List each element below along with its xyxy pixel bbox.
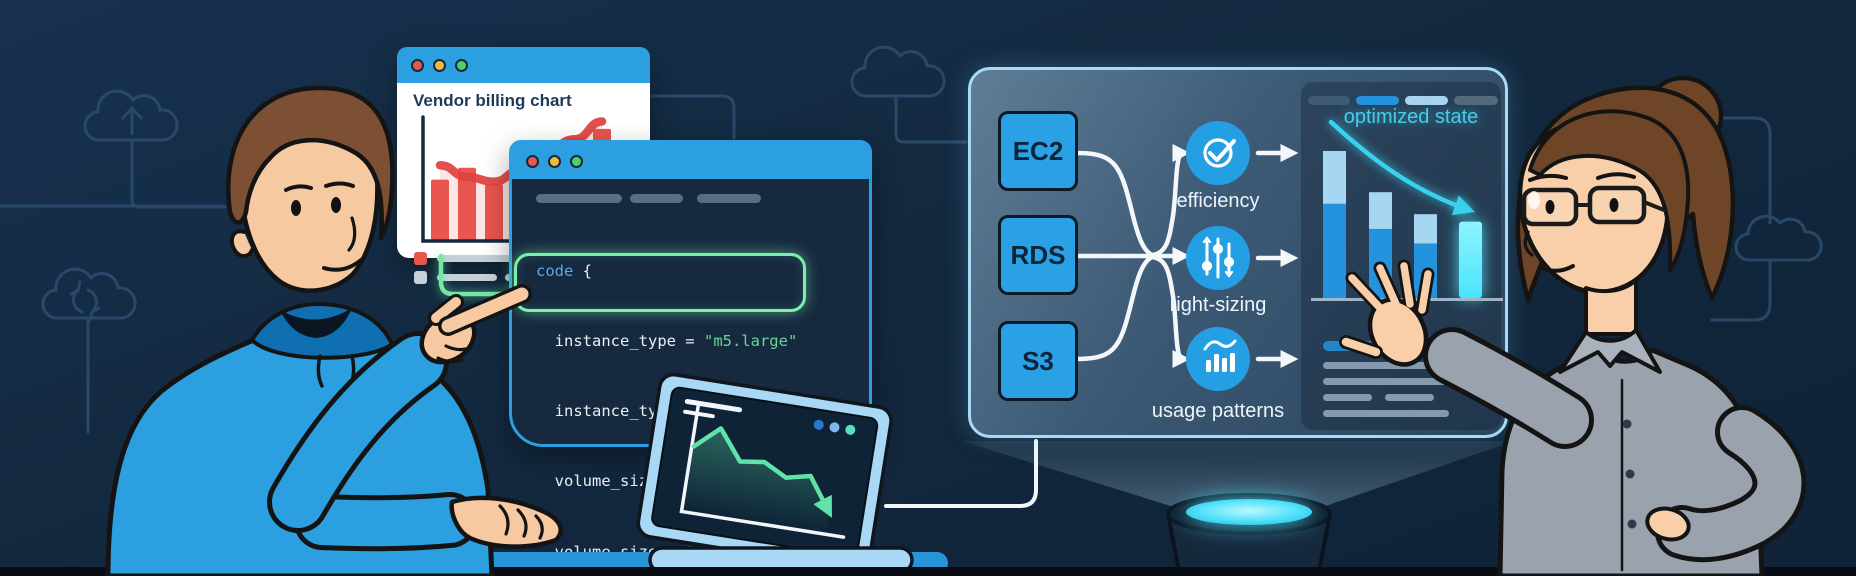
service-box-s3: S3 [998,321,1078,401]
man-ear [229,229,254,259]
legend-line [437,255,545,262]
woman-neck [1584,278,1638,336]
man-smile [322,258,363,272]
woman-right-arm [1428,332,1589,444]
window-titlebar [397,47,650,83]
window-titlebar [512,143,869,179]
woman-glasses [1521,185,1666,227]
maximize-icon [570,154,583,168]
toolbar-pill [630,194,683,203]
stage-label-right-sizing: right-sizing [1169,294,1267,316]
maximize-icon [455,58,468,72]
finger-lines [436,344,472,364]
projector-beam [962,441,1514,512]
shirt-button [1627,519,1637,529]
man-eye [331,197,341,213]
service-box-ec2: EC2 [998,111,1078,191]
screen-dot [813,419,824,430]
billing-chart-title: Vendor billing chart [413,91,572,110]
man-eyebrows [284,181,355,192]
toolbar-pill [697,194,761,203]
optimized-state-title: optimized state [1343,106,1479,128]
legend-swatch-gray [414,271,427,284]
woman-smile [1538,264,1575,273]
man-right-arm [272,336,444,528]
woman-presenting-hand [1339,259,1435,367]
woman-eye [1609,198,1619,212]
woman-eyebrows [1528,172,1636,182]
service-label: S3 [1022,345,1054,376]
index-finger [441,287,529,333]
laptop [636,372,914,574]
woman-eye [1545,200,1555,214]
floor-strip [0,567,1856,576]
toolbar-pill [536,194,622,203]
cloud-icon-right [1554,116,1823,322]
man-hair [226,85,395,241]
check-circle-icon [1186,121,1250,185]
service-label: RDS [1010,239,1066,270]
code-highlight-box [514,253,806,312]
code-line: code { [536,261,592,280]
screen-dot [845,424,856,435]
sliders-icon [1186,226,1250,290]
usage-chart-icon [1186,327,1250,391]
screen-dot [829,422,840,433]
close-icon [411,58,424,72]
shirt-button [1622,419,1632,429]
stage-label-efficiency: efficiency [1176,190,1260,212]
cloud-icon-top-center [850,45,968,144]
minimize-icon [548,154,561,168]
woman-left-arm [1660,410,1802,558]
legend-line [437,274,497,281]
screen-text-line [683,409,715,419]
projector [1166,493,1332,576]
stage-label-usage-patterns: usage patterns [1151,400,1285,422]
woman-hand-on-hip [1645,506,1691,542]
laptop-panel-connector [884,439,1038,508]
thumb [431,297,461,323]
minimize-icon [433,58,446,72]
man-left-arm [299,497,473,547]
projector-lens-glow [1186,499,1312,525]
woman-collar [1558,328,1662,374]
service-flow-connectors [1075,144,1299,368]
service-box-rds: RDS [998,215,1078,295]
code-line: instance_type = "m5.large" [536,332,798,351]
woman-hair-front [1528,109,1691,272]
man-nose [347,216,357,252]
status-pills [1308,96,1498,105]
chin-shadow [280,308,352,338]
legend-swatch-red [414,252,427,265]
circuit-line-top [650,94,736,140]
man-eye [291,200,301,216]
cloud-sync-icon [41,267,137,434]
laptop-trend-chart [679,401,846,539]
woman-nose [1523,230,1534,257]
finger-lines [498,504,544,540]
man-left-hand [449,495,563,549]
shirt-button [1625,469,1635,479]
close-icon [526,154,539,168]
service-label: EC2 [1012,135,1064,166]
